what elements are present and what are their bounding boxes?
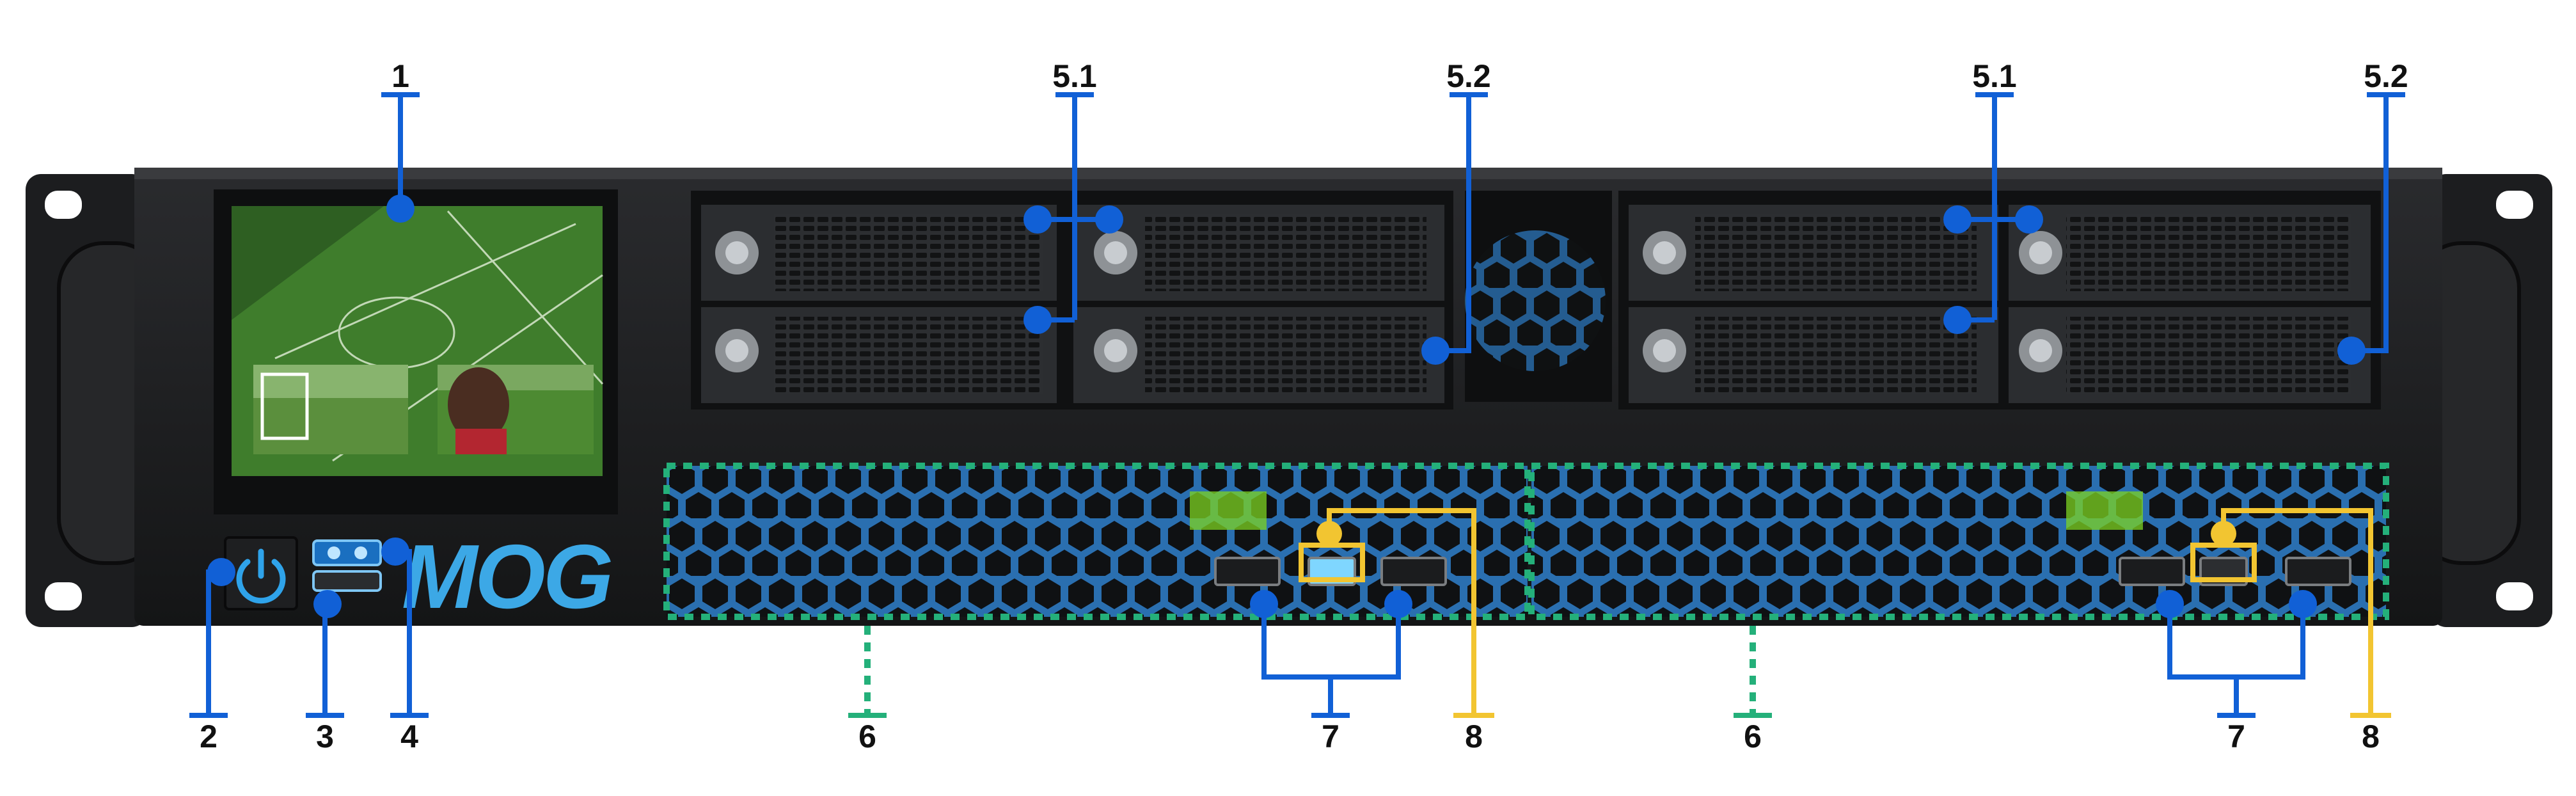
callout-label-vent-right: 6 [1744,719,1762,754]
callout-label-drives-right-5-1: 5.1 [1972,58,2017,94]
lcd-screen [214,189,618,514]
callout-label-drives-left-5-1: 5.1 [1052,58,1097,94]
port-callout-dots [1316,521,2236,546]
callout-label-port-left: 8 [1465,719,1483,754]
callout-label-usb-right: 7 [2227,719,2245,754]
callout-labels: 1 2 3 4 5.1 5.2 5.1 5.2 6 6 7 7 8 8 [200,58,2408,754]
callout-label-port-right: 8 [2362,719,2380,754]
center-fan-vent [1465,191,1612,402]
chassis-top-edge [134,168,2442,179]
callout-label-power: 2 [200,719,217,754]
callout-label-drives-left-5-2: 5.2 [1446,58,1491,94]
blue-callout-dots [207,195,2366,618]
callout-label-screen: 1 [391,58,409,94]
vent-zone-outlines [663,463,2389,715]
callout-label-usb-left: 7 [1322,719,1339,754]
status-led-indicators [312,539,382,592]
brand-logo: MOG [402,526,612,628]
power-icon [236,559,286,604]
power-button[interactable] [224,536,298,610]
callout-label-led-upper: 4 [400,719,418,754]
callout-label-led-lower: 3 [316,719,334,754]
vent-grid-left [667,466,1528,617]
drive-bay-group-right [1618,191,2381,410]
vent-grid-right [1531,466,2386,617]
usb-ports-right [2119,557,2351,586]
callout-label-drives-right-5-2: 5.2 [2364,58,2408,94]
callout-label-vent-left: 6 [858,719,876,754]
